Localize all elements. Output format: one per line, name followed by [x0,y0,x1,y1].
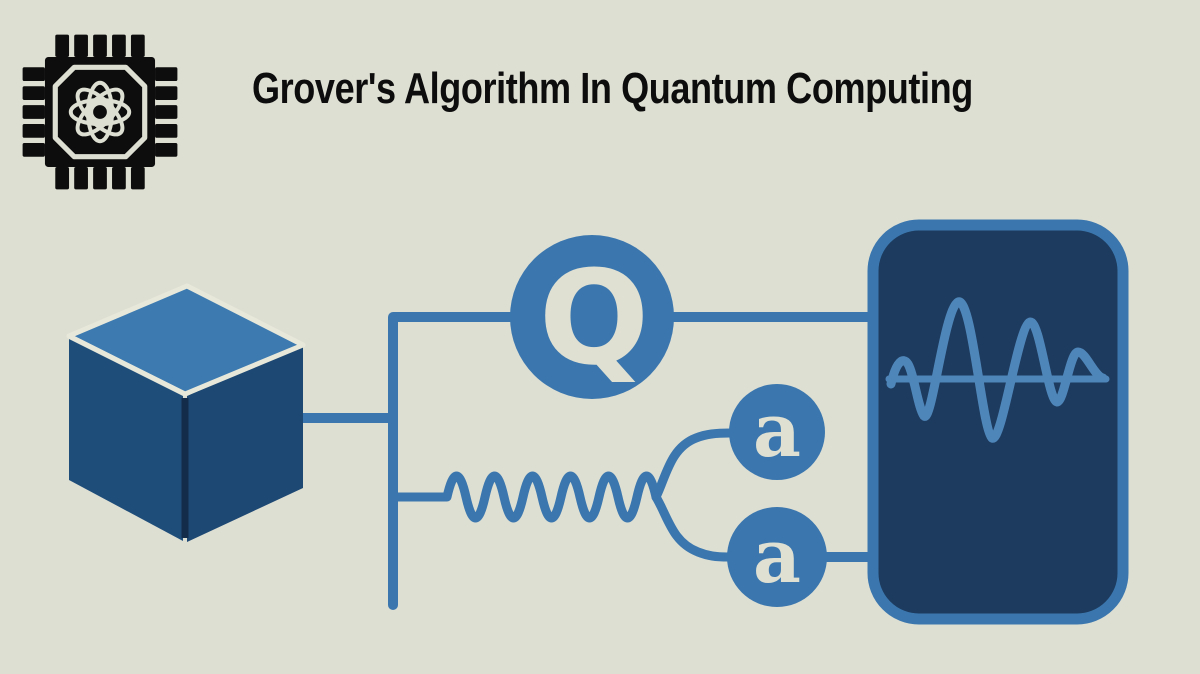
cube-right-face [187,344,303,542]
quantum-device [867,219,1129,625]
page-title: Grover's Algorithm In Quantum Computing [252,64,973,113]
atom-icon [68,80,132,144]
wire-branch-lower [651,492,733,562]
qubit-cube-icon [66,283,306,542]
chip-octagon-frame [52,64,148,160]
cube-top-face [66,283,306,397]
quantum-chip-icon [22,34,178,190]
chip-body [44,56,156,168]
a-node-top-label: a [753,388,801,474]
chip-pins [22,34,178,190]
q-node-circle [510,235,674,399]
waveform-curve [886,297,1108,443]
q-node-label: Q [539,242,650,394]
circuit-wires [295,312,885,610]
waveform-icon [885,297,1110,443]
a-node-bottom: a [727,507,827,607]
a-node-top-circle [729,384,825,480]
wire-wavy-coupler [388,471,661,523]
a-node-bottom-label: a [753,514,801,600]
a-node-bottom-circle [727,507,827,607]
a-node-top: a [729,384,825,480]
wire-bus-to-q-node [388,312,885,610]
q-node: Q [510,235,674,399]
cube-left-face [69,339,183,541]
wire-branch-upper [651,428,735,502]
